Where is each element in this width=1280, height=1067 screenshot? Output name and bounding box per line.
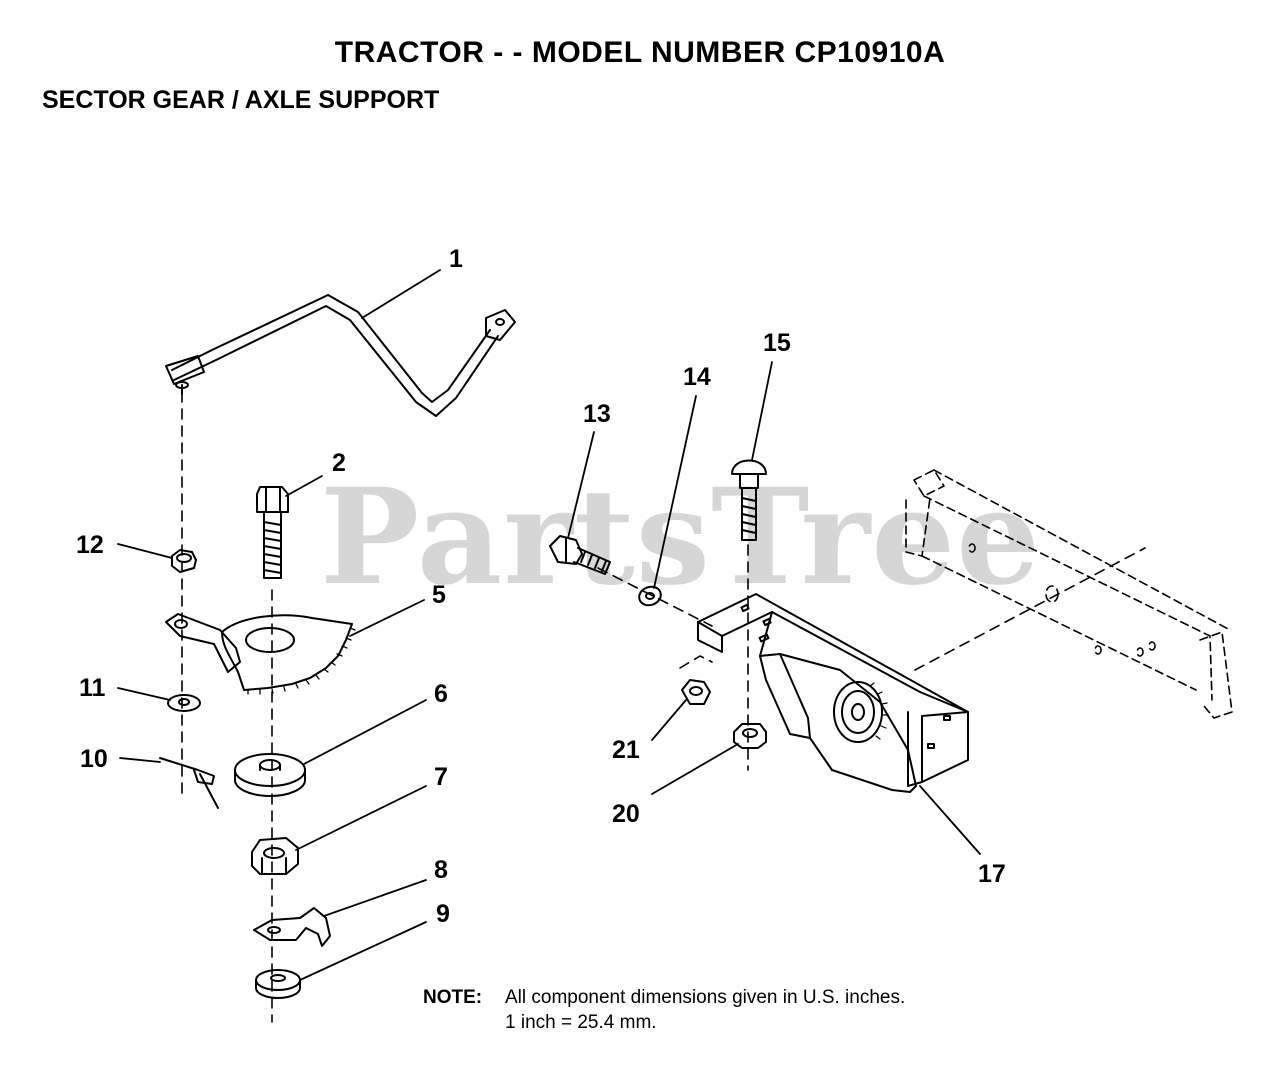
callout-9: 9	[436, 900, 450, 928]
watermark-logo: PartsTree	[320, 460, 1042, 615]
callout-12: 12	[76, 531, 104, 559]
part-2-bolt[interactable]	[256, 486, 289, 579]
diagram-title: TRACTOR - - MODEL NUMBER CP10910A	[334, 36, 946, 69]
callout-14: 14	[683, 363, 711, 391]
assembly-centerlines	[181, 391, 1146, 1023]
callout-2: 2	[332, 449, 346, 477]
callout-13: 13	[583, 400, 611, 428]
front-axle-phantom	[905, 469, 1233, 719]
part-12-nut[interactable]	[171, 549, 197, 573]
part-1-drag-link[interactable]	[165, 294, 516, 417]
part-7-hex-nut[interactable]	[251, 837, 299, 875]
part-9-washer[interactable]	[255, 969, 301, 999]
part-11-washer[interactable]	[167, 694, 201, 712]
part-14-washer[interactable]	[637, 584, 664, 608]
callout-10: 10	[80, 745, 108, 773]
callout-21: 21	[612, 736, 640, 764]
diagram-subtitle: SECTOR GEAR / AXLE SUPPORT	[42, 86, 440, 114]
part-6-spacer[interactable]	[234, 753, 306, 797]
part-13-hex-bolt[interactable]	[549, 535, 611, 575]
callout-leaders	[117, 269, 981, 981]
part-5-sector-gear[interactable]	[165, 613, 356, 695]
part-10-cotter-pin[interactable]	[159, 757, 219, 809]
dimension-note: NOTE: All component dimensions given in U…	[423, 985, 905, 1035]
callout-17: 17	[978, 860, 1006, 888]
part-15-carriage-bolt[interactable]	[731, 459, 767, 541]
callout-5: 5	[432, 581, 446, 609]
note-line-1: All component dimensions given in U.S. i…	[505, 987, 906, 1008]
callout-1: 1	[449, 245, 463, 273]
part-8-clip[interactable]	[253, 907, 331, 947]
callout-11: 11	[79, 674, 106, 702]
callout-8: 8	[434, 856, 448, 884]
callout-6: 6	[434, 680, 448, 708]
note-line-2: 1 inch = 25.4 mm.	[505, 1012, 657, 1033]
part-17-axle-support[interactable]	[697, 593, 969, 793]
part-21-nut[interactable]	[681, 679, 711, 705]
callout-20: 20	[612, 800, 640, 828]
callout-7: 7	[434, 763, 448, 791]
callout-15: 15	[763, 329, 791, 357]
note-label: NOTE:	[423, 987, 483, 1008]
